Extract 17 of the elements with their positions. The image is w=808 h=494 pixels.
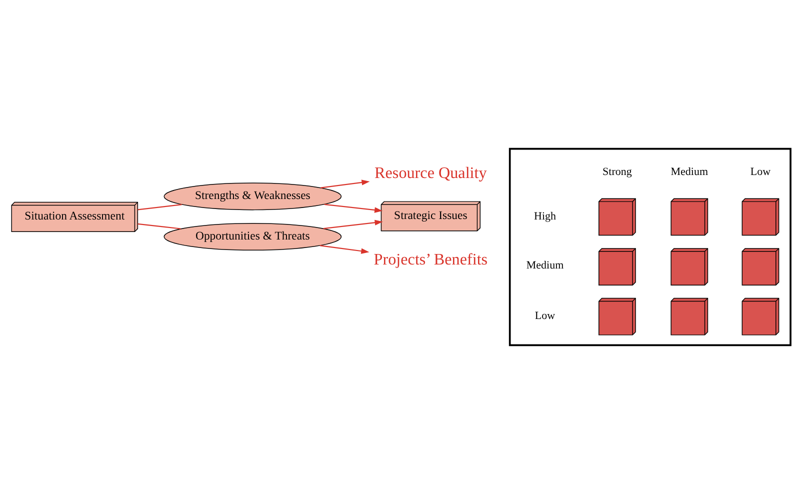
arrow — [320, 245, 370, 254]
node-text: Projects’ Benefits — [374, 251, 488, 268]
cluster — [508, 148, 792, 346]
label: Low — [750, 166, 771, 178]
arrow — [323, 220, 383, 230]
arrow — [320, 180, 370, 188]
connector — [138, 204, 182, 210]
node-ellipse: Strengths & Weaknesses — [164, 182, 342, 210]
node-text: Resource Quality — [374, 164, 487, 182]
node-ellipse: Opportunities & Threats — [164, 222, 342, 250]
connector — [138, 223, 181, 230]
label: Medium — [670, 166, 708, 178]
label: Strong — [602, 166, 632, 178]
arrow — [324, 204, 383, 213]
label: Medium — [526, 260, 564, 272]
label: Low — [534, 310, 556, 322]
label: High — [534, 210, 556, 223]
